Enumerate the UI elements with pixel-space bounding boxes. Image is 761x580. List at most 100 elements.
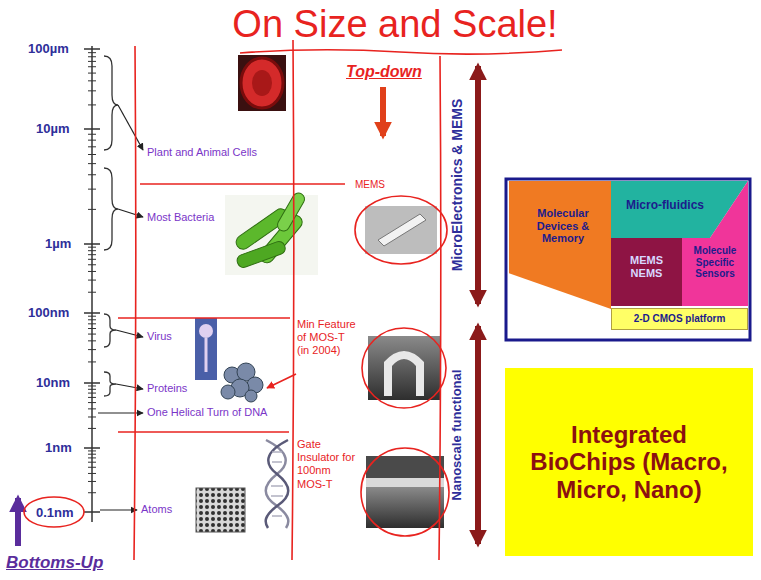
object-label: Virus — [147, 330, 172, 343]
minor-tick — [88, 323, 96, 324]
bacterium — [275, 191, 306, 233]
minor-tick — [88, 189, 96, 190]
ink-underline — [240, 50, 562, 54]
minor-tick — [88, 349, 96, 350]
atom-lattice — [196, 488, 245, 532]
ink-circle — [24, 497, 84, 527]
minor-tick — [88, 56, 96, 57]
minor-tick — [88, 397, 96, 398]
object-label: Plant and Animal Cells — [147, 146, 257, 159]
minor-tick — [88, 292, 96, 293]
region-label: 2-D CMOS platform — [612, 313, 747, 325]
minor-tick — [88, 264, 96, 265]
scale-value: 10nm — [36, 375, 70, 391]
bacteria-photo — [225, 191, 318, 275]
minor-tick — [88, 416, 96, 417]
virus-tail — [205, 338, 208, 372]
minor-tick — [88, 473, 96, 474]
helix-strand — [266, 440, 289, 528]
minor-ticks — [88, 53, 96, 493]
minor-tick — [88, 450, 96, 451]
mems-region: MEMS NEMS — [611, 238, 682, 306]
minor-tick — [88, 271, 96, 272]
minor-tick — [88, 104, 96, 105]
object-label: Atoms — [141, 503, 172, 516]
minor-tick — [88, 328, 96, 329]
minor-tick — [88, 154, 96, 155]
minor-tick — [88, 280, 96, 281]
minor-tick — [88, 361, 96, 362]
scale-value: 10µm — [36, 121, 70, 137]
minor-tick — [88, 146, 96, 147]
minor-tick — [88, 61, 96, 62]
minor-tick — [88, 481, 96, 482]
device-label: Gate Insulator for 100nm MOS-T — [297, 438, 359, 491]
minor-tick — [88, 163, 96, 164]
region-label: Micro-fluidics — [621, 199, 709, 213]
mems-beam — [378, 214, 426, 246]
range-brackets — [104, 56, 118, 396]
minor-tick — [88, 389, 96, 390]
range-label: MicroElectronics & MEMS — [449, 99, 466, 272]
range-label: Nanoscale functional — [449, 370, 465, 501]
ink-arrow — [267, 374, 296, 388]
region-label: MEMS NEMS — [616, 254, 677, 279]
minor-tick — [88, 247, 96, 248]
minor-tick — [88, 90, 96, 91]
blue-frame — [506, 179, 750, 340]
minor-tick — [88, 454, 96, 455]
minor-tick — [88, 340, 96, 341]
minor-tick — [88, 80, 96, 81]
virus-photo — [195, 318, 217, 380]
bacterium — [235, 240, 286, 269]
minor-tick — [88, 408, 96, 409]
blood-cell — [252, 70, 272, 96]
device-region: Molecular Devices & Memory — [509, 181, 611, 309]
minor-tick — [88, 140, 96, 141]
photo-ground — [225, 195, 318, 275]
minor-tick — [88, 259, 96, 260]
ink-line — [134, 46, 136, 560]
device-label: Min Feature of MOS-T (in 2004) — [297, 318, 359, 358]
region-fill — [682, 181, 748, 306]
region-label: Molecule Specific Sensors — [685, 245, 745, 280]
minor-tick — [88, 402, 96, 403]
ink-circle — [361, 448, 449, 536]
protein-blob — [245, 390, 257, 402]
pointer-arrow — [118, 209, 143, 217]
pointer-arrow — [98, 412, 143, 413]
photo-ground — [238, 55, 286, 111]
red-annotations — [24, 40, 562, 560]
ink-line — [292, 40, 294, 560]
sem-photo — [368, 336, 440, 400]
minor-tick — [88, 319, 96, 320]
object-label: Most Bacteria — [147, 211, 214, 224]
minor-tick — [88, 209, 96, 210]
blood-cell — [241, 58, 283, 108]
major-tick — [84, 49, 100, 512]
object-label: Proteins — [147, 382, 187, 395]
minor-tick — [88, 467, 96, 468]
minor-tick — [88, 393, 96, 394]
pointer-arrow — [100, 509, 137, 510]
scale-value: 1µm — [45, 236, 71, 252]
minor-tick — [88, 73, 96, 74]
virus-head — [199, 324, 213, 338]
bracket — [104, 314, 116, 347]
sem-photo — [365, 206, 437, 254]
pointer-arrow — [116, 330, 143, 337]
pointer-arrow — [118, 105, 143, 150]
region-shape — [682, 181, 748, 306]
minor-tick — [88, 174, 96, 175]
scale-value: 100nm — [28, 305, 69, 321]
sem-photo — [366, 456, 444, 528]
scale-value: 1nm — [45, 440, 72, 456]
region-shape — [509, 181, 611, 309]
scale-arrows — [18, 66, 478, 546]
approach-label: Bottoms-Up — [6, 553, 103, 573]
slide-title: On Size and Scale! — [232, 2, 557, 48]
minor-tick — [88, 492, 96, 493]
scale-axis — [84, 46, 100, 522]
ink-circle — [362, 328, 446, 408]
